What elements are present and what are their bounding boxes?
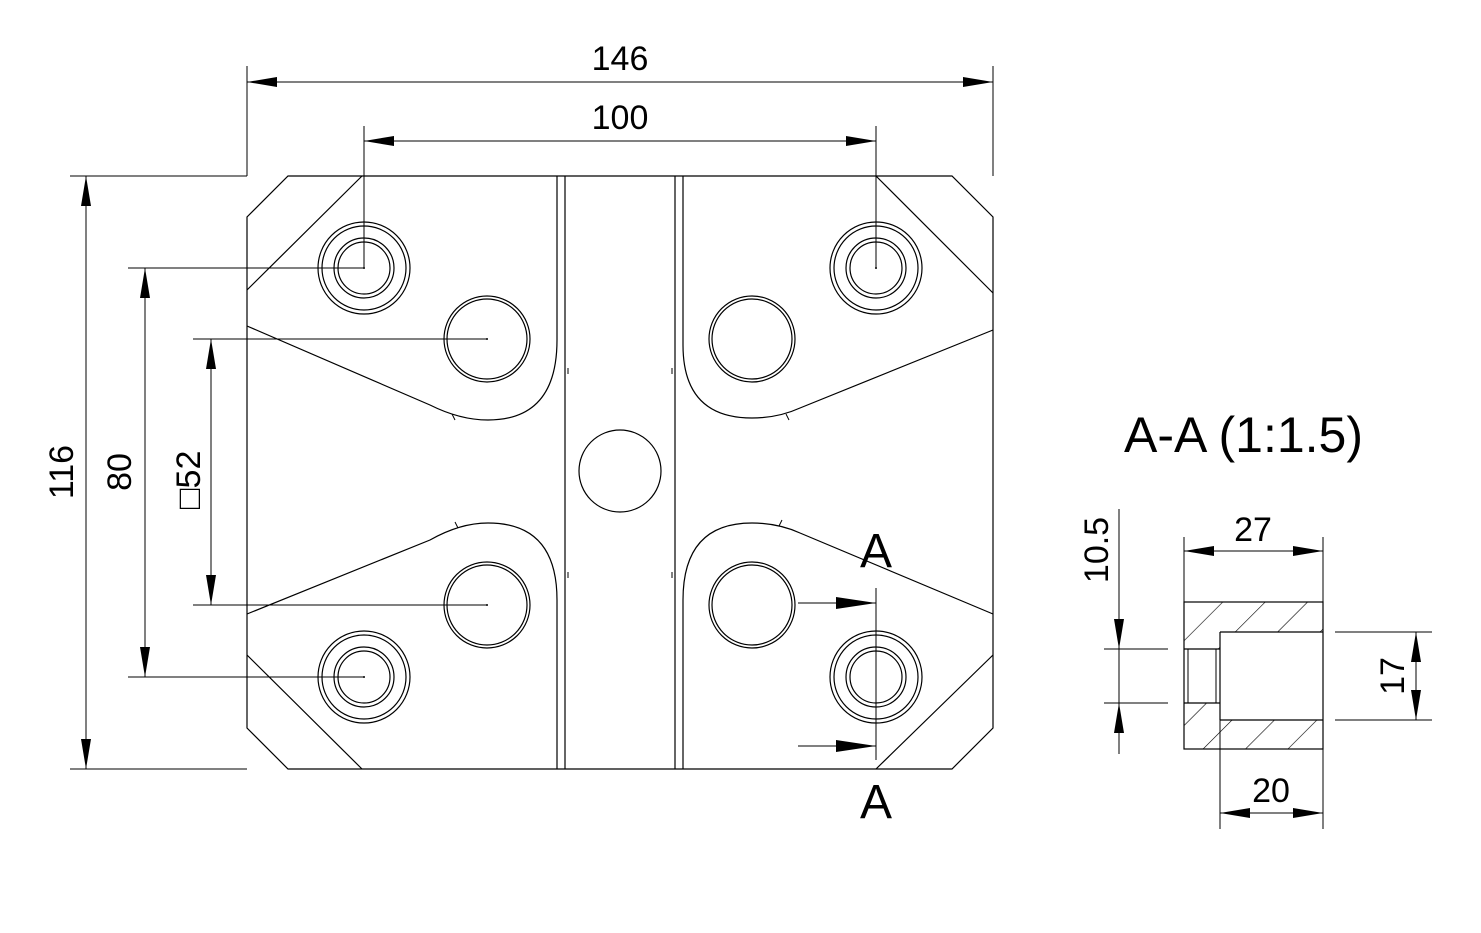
- section-view: A-A (1:1.5) 27: [1078, 407, 1432, 829]
- section-line: A A: [798, 525, 892, 829]
- dim-square: □52: [170, 338, 487, 606]
- arm-bottom-left: [246, 522, 558, 770]
- section-title: A-A (1:1.5): [1124, 407, 1363, 463]
- dim-bore-height-label: 17: [1374, 657, 1412, 695]
- section-outline: [1183, 601, 1324, 750]
- hole-inner-bottom-right: [708, 561, 796, 649]
- dim-overall-width-label: 146: [592, 40, 649, 78]
- dim-inner-width-label: 20: [1252, 772, 1290, 810]
- hole-inner-top-right: [708, 295, 796, 383]
- dim-overall-height-label: 116: [43, 445, 81, 499]
- dim-overall-height: 116: [43, 175, 247, 770]
- arm-top-right: [682, 175, 994, 419]
- center-hole: [578, 429, 662, 513]
- section-wall-bottom: [1184, 720, 1323, 749]
- center-marks: [363, 267, 877, 678]
- dim-hole-spacing-width-label: 100: [592, 99, 649, 137]
- dim-hole-spacing-height-label: 80: [101, 453, 139, 491]
- dim-hole-spacing-height: 80: [101, 267, 364, 678]
- dim-small-bore-label: 10.5: [1078, 517, 1116, 583]
- dim-hole-spacing-width: 100: [363, 99, 877, 268]
- section-marker-top: A: [860, 525, 892, 578]
- dim-overall-width: 146: [246, 40, 994, 176]
- dim-inner-width: 20: [1219, 720, 1324, 829]
- plan-view: 146 100 116 80: [43, 40, 994, 829]
- dim-small-bore: 10.5: [1078, 509, 1168, 754]
- arc-ticks: [451, 368, 790, 578]
- dim-square-label: 52: [170, 451, 208, 489]
- dim-outer-width-label: 27: [1234, 511, 1272, 549]
- square-symbol: □: [170, 488, 208, 509]
- arm-top-left: [246, 175, 558, 421]
- section-wall-top: [1184, 602, 1323, 632]
- arm-bottom-right: [682, 522, 994, 770]
- dim-bore-height: 17: [1335, 631, 1432, 721]
- plate-outline: [246, 175, 994, 770]
- section-wall-left-top: [1184, 632, 1220, 649]
- dim-outer-width: 27: [1183, 511, 1324, 602]
- section-marker-bottom: A: [860, 776, 892, 829]
- svg-text:□52: □52: [170, 451, 208, 509]
- section-wall-left-bottom: [1184, 703, 1220, 720]
